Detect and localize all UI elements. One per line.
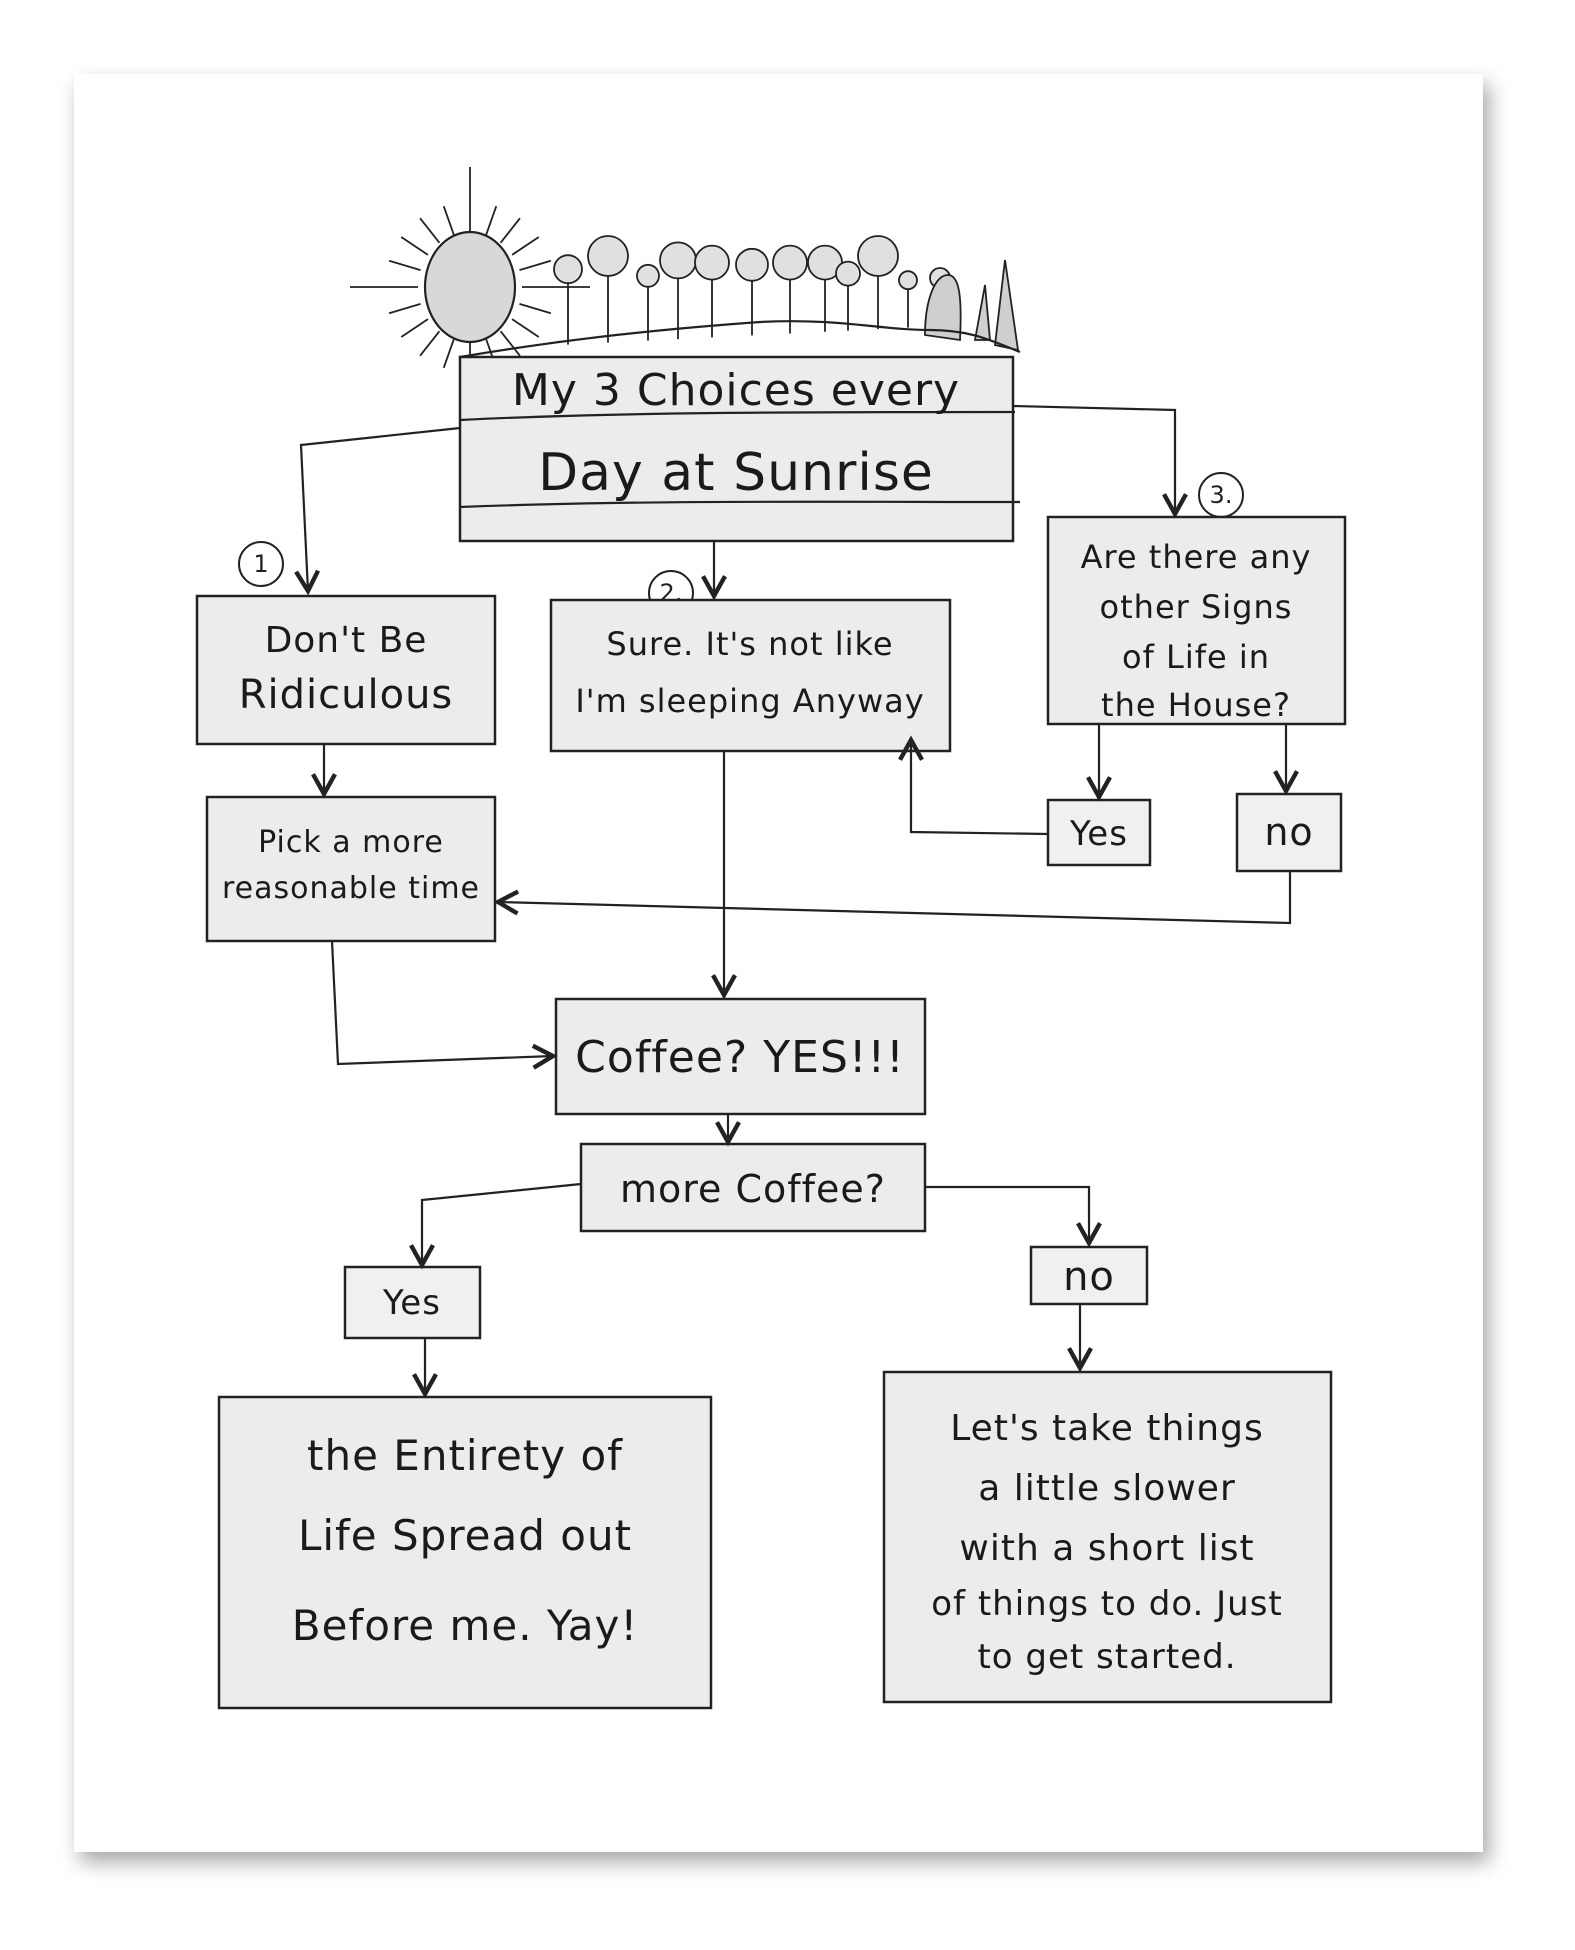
sun-ray [400,236,429,256]
house-no-label: no [1264,810,1313,854]
tree-crown [553,254,583,285]
title-box: My 3 Choices every Day at Sunrise [458,355,1021,543]
outcome-no-box: Let's take things a little slower with a… [882,1370,1333,1704]
pick-time-line: reasonable time [222,871,480,906]
choice-2-line: I'm sleeping Anyway [575,682,924,720]
sun-icon [350,167,590,407]
outcome-no-line: with a short list [959,1528,1254,1569]
tree-crown [694,244,730,281]
connector-title-to-1 [301,426,461,591]
connector-more-to-no [925,1185,1089,1243]
sun-ray [388,259,421,271]
tree-crown [898,270,918,291]
outcome-no-line: of things to do. Just [931,1584,1283,1624]
choice-2-box: 2. Sure. It's not like I'm sleeping Anyw… [549,570,952,753]
more-yes-box: Yes [343,1265,482,1340]
outcome-yes-line: Life Spread out [298,1511,632,1560]
pick-time-box: Pick a more reasonable time [205,795,497,943]
connector-pick-to-coffee [330,940,553,1064]
choice-3-number: 3. [1210,481,1233,509]
coffee-label: Coffee? YES!!! [575,1032,905,1083]
sun-ray [442,338,455,369]
choice-1-line: Ridiculous [239,672,454,718]
more-no-label: no [1063,1254,1115,1300]
choice-3-line: the House? [1101,686,1291,724]
outcome-no-line: Let's take things [950,1408,1263,1449]
house-no-box: no [1235,792,1343,873]
ground-line [459,320,1021,359]
house-yes-label: Yes [1069,814,1128,854]
tree-crown [857,235,899,277]
sun-ray [499,217,521,244]
cypress-tree [973,284,991,341]
outcome-no-line: a little slower [978,1468,1236,1509]
sun-ray [419,330,441,357]
connectors [301,404,1292,1394]
title-line-2: Day at Sunrise [538,443,934,503]
outcome-yes-box: the Entirety of Life Spread out Before m… [217,1395,713,1710]
choice-3-box: 3. Are there any other Signs of Life in … [1046,472,1347,726]
tree-crown [835,260,861,287]
sun-ray [442,205,455,236]
choice-1-number: 1 [253,550,268,578]
sun-ray [419,217,441,244]
more-coffee-box: more Coffee? [579,1142,927,1233]
outcome-yes-line: the Entirety of [307,1431,623,1480]
choice-3-line: of Life in [1122,638,1270,676]
sun-ray [499,330,521,357]
outcome-no-line: to get started. [977,1637,1236,1677]
tree-crown [659,241,697,280]
outcome-yes-line: Before me. Yay! [292,1601,638,1650]
choice-1-line: Don't Be [265,620,428,661]
choice-2-line: Sure. It's not like [606,625,893,663]
tree-crown [772,244,808,281]
pick-time-line: Pick a more [258,825,444,860]
connector-more-to-yes [422,1182,582,1265]
choice-1-box: 1 Don't Be Ridiculous [195,541,497,746]
sun-ray [485,205,498,236]
sun-ray [511,318,540,338]
choice-3-line: Are there any [1081,538,1312,576]
tree-crown [735,247,769,282]
sun-ray [519,259,552,271]
sun-ray [519,303,552,315]
connector-yes-to-2 [911,740,1049,836]
house-yes-box: Yes [1046,798,1152,867]
sun-ray [388,303,421,315]
choice-3-line: other Signs [1100,588,1293,626]
connector-no-to-pick [498,871,1292,925]
sun-ray [511,236,540,256]
more-coffee-label: more Coffee? [620,1167,886,1211]
coffee-box: Coffee? YES!!! [554,997,927,1116]
tree-crown [587,235,629,277]
title-line-1: My 3 Choices every [512,365,960,416]
tree-crown [636,263,660,288]
connector-title-to-3 [1012,404,1175,514]
cypress-tree [924,274,962,342]
more-no-box: no [1029,1245,1149,1306]
more-yes-label: Yes [382,1283,441,1323]
sun-ray [400,318,429,338]
